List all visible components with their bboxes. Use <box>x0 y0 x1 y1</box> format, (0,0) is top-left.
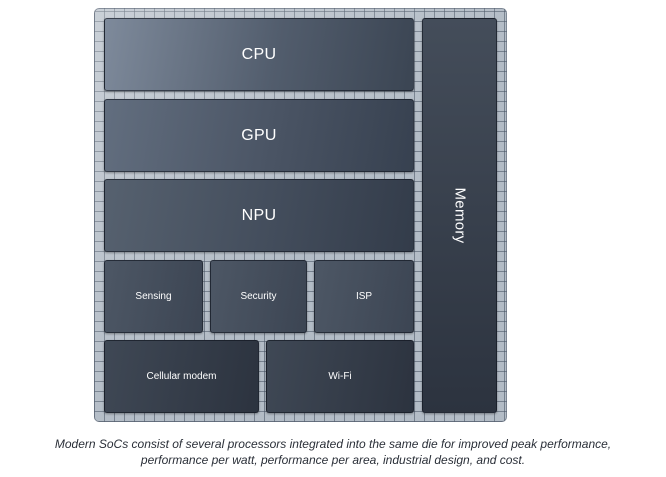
security-label: Security <box>240 291 277 302</box>
memory-label: Memory <box>450 187 468 244</box>
security-block: Security <box>210 260 307 333</box>
cpu-block: CPU <box>104 18 414 91</box>
gpu-block: GPU <box>104 99 414 172</box>
wifi-block: Wi-Fi <box>266 340 414 413</box>
cellular-modem-label: Cellular modem <box>146 371 217 382</box>
gpu-label: GPU <box>241 126 277 144</box>
memory-block: Memory <box>422 18 497 413</box>
wifi-label: Wi-Fi <box>328 371 352 382</box>
isp-label: ISP <box>355 291 373 302</box>
npu-label: NPU <box>241 206 277 224</box>
caption-line-1: Modern SoCs consist of several processor… <box>54 437 612 451</box>
sensing-label: Sensing <box>135 291 172 302</box>
cellular-modem-block: Cellular modem <box>104 340 259 413</box>
figure-caption: Modern SoCs consist of several processor… <box>0 436 666 468</box>
sensing-block: Sensing <box>104 260 203 333</box>
npu-block: NPU <box>104 179 414 252</box>
cpu-label: CPU <box>241 45 277 63</box>
isp-block: ISP <box>314 260 414 333</box>
soc-die-diagram: CPU GPU NPU Sensing Security ISP Cellula… <box>94 8 507 422</box>
caption-line-2: performance per watt, performance per ar… <box>140 453 526 467</box>
